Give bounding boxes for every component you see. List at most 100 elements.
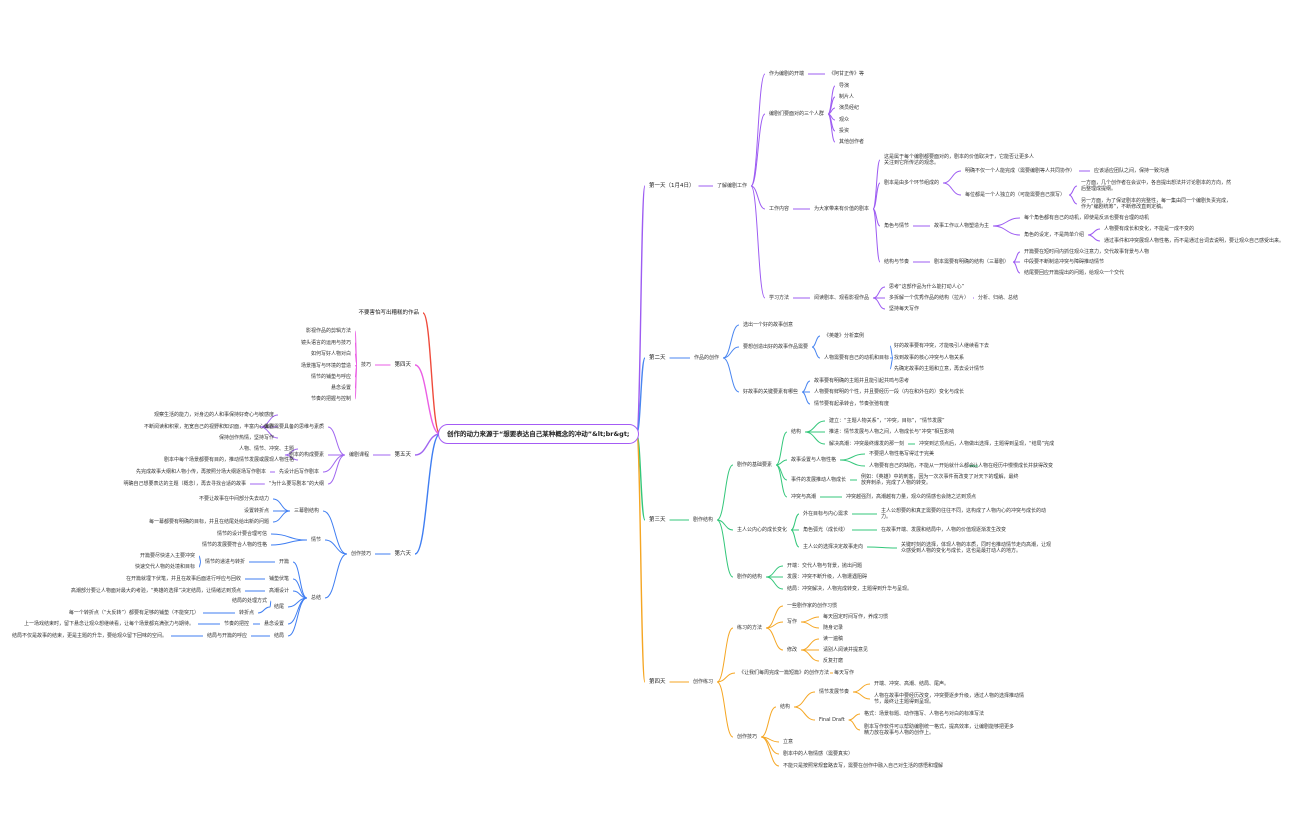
mindmap-node[interactable]: 人物在故事中要经历改变，冲突要逐步升级，通过人物的选择推动情节，最终让主题得到呈… (874, 693, 1025, 705)
mindmap-node[interactable]: 《英雄》分析案例 (824, 333, 865, 339)
mindmap-node[interactable]: Final Draft (819, 717, 845, 723)
mindmap-node[interactable]: 故事要有明确的主题并且能引起共鸣与思考 (814, 378, 910, 384)
mindmap-node[interactable]: 故事设置与人物性格 (791, 457, 837, 463)
main-topic-d2[interactable]: 第二天 (649, 355, 666, 361)
mindmap-node[interactable]: 这是属于每个编剧都要面对的，剧本的价值取决于，它能否让更多人关注到它所传达的观念… (884, 154, 1035, 166)
mindmap-node[interactable]: 三幕剧结构 (293, 508, 319, 514)
mindmap-node[interactable]: 开篇 (278, 559, 289, 565)
mindmap-node[interactable]: 《阿甘正传》等 (829, 71, 865, 77)
mindmap-node[interactable]: 关键时刻的选择，体现人物的本质，同时也推动情节走向高潮，让观众感受到人物的变化与… (901, 542, 1052, 554)
mindmap-node[interactable]: 在开篇就埋下伏笔，并且在故事后面进行呼应与回收 (125, 576, 241, 582)
mindmap-node[interactable]: 高潮部分要让人物面对最大的考验，“英雄的选择”决定结局，让情绪达到顶点 (70, 588, 241, 594)
mindmap-node[interactable]: 发展：冲突不断升级，人物遭遇阻碍 (787, 574, 868, 580)
mindmap-node[interactable]: 结局的处理方式 (231, 598, 267, 604)
mindmap-node[interactable]: 结局 (273, 633, 284, 639)
main-topic-L3[interactable]: 第六天 (394, 551, 411, 557)
mindmap-node[interactable]: 技巧 (360, 362, 371, 368)
mindmap-node[interactable]: 影视作品的剪辑方法 (305, 328, 351, 334)
mindmap-node[interactable]: 坚持每天写作 (889, 306, 920, 312)
mindmap-node[interactable]: 剧本中每个场景都要有目的，推动情节发展或展现人物性格 (163, 457, 294, 463)
mindmap-node[interactable]: 学习方法 (769, 295, 790, 301)
mindmap-node[interactable]: 作品的创作 (694, 355, 720, 361)
mindmap-node[interactable]: 情节要有起承转合，节奏张弛有度 (814, 401, 890, 407)
mindmap-node[interactable]: 格式：场景标题、动作描写、人物名与对白的标准写法 (864, 711, 985, 717)
mindmap-node[interactable]: 分析、归纳、总结 (978, 295, 1019, 301)
mindmap-node[interactable]: 选出一个好的故事创意 (743, 322, 794, 328)
mindmap-node[interactable]: 每位都是一个人独立的（可能需要自己撰写） (965, 192, 1066, 198)
mindmap-node[interactable]: 创作技巧 (737, 734, 758, 740)
mindmap-node[interactable]: 剧本是由多个环节组成的 (884, 180, 940, 186)
mindmap-node[interactable]: 反复打磨 (823, 658, 844, 664)
mindmap-node[interactable]: 读一遍稿 (823, 636, 844, 642)
mindmap-node[interactable]: 人物要有鲜明的个性，并且要经历一段（内在和外在的）变化与成长 (814, 389, 965, 395)
mindmap-node[interactable]: 推进：情节发展与人物之间，人物成长与“冲突”相互影响 (829, 429, 955, 435)
central-topic[interactable]: 创作的动力来源于“想要表达自己某种概念的冲动”&lt;br&gt; (438, 424, 639, 444)
mindmap-node[interactable]: 立意 (783, 739, 794, 745)
mindmap-node[interactable]: 明确自己想要表达的主题（概念），再去寻找合适的故事 (123, 481, 246, 487)
mindmap-node[interactable]: 导演 (839, 83, 850, 89)
mindmap-node[interactable]: 每天写作 (834, 670, 855, 676)
mindmap-node[interactable]: 编剧需要具备的思维与素质 (263, 424, 324, 430)
mindmap-node[interactable]: 保持创作热情，坚持写作 (218, 435, 274, 441)
mindmap-node[interactable]: 找到故事的核心冲突与人物关系 (894, 355, 965, 361)
mindmap-node[interactable]: 写作 (787, 619, 798, 625)
mindmap-node[interactable]: 观察生活的能力，对身边的人和事保持好奇心与敏感度 (153, 412, 274, 418)
mindmap-node[interactable]: 情节发展节奏 (819, 689, 850, 695)
mindmap-node[interactable]: 每天固定时间写作，养成习惯 (823, 614, 889, 620)
mindmap-node[interactable]: 悬念设置 (330, 385, 351, 391)
mindmap-node[interactable]: 人物、情节、冲突、主题 (238, 446, 294, 452)
mindmap-node[interactable]: 工作内容 (769, 206, 790, 212)
mindmap-node[interactable]: 先设计后写作剧本 (278, 469, 319, 475)
mindmap-node[interactable]: 结构与节奏 (884, 259, 910, 265)
mindmap-node[interactable]: 人物要有成长和变化，不能是一成不变的 (1104, 226, 1195, 232)
mindmap-node[interactable]: 剧本中的人物情感（需要真实） (783, 751, 854, 757)
mindmap-node[interactable]: 剧作的基础要素 (737, 462, 773, 468)
mindmap-node[interactable]: 总结 (310, 595, 321, 601)
mindmap-node[interactable]: 编剧课程 (348, 452, 369, 458)
mindmap-node[interactable]: 其他创作者 (839, 139, 865, 145)
mindmap-node[interactable]: 观众 (839, 117, 850, 123)
mindmap-node[interactable]: 角色与情节 (884, 223, 910, 229)
mindmap-node[interactable]: 好故事的关键要素有哪些 (743, 389, 799, 395)
main-topic-d3[interactable]: 第三天 (649, 517, 666, 523)
mindmap-node[interactable]: 先完成故事大纲和人物小传，再按照分场大纲逐场写作剧本 (135, 469, 266, 475)
mindmap-node[interactable]: 剧作的结构 (737, 574, 763, 580)
mindmap-node[interactable]: 为大家带来有价值的剧本 (814, 206, 870, 212)
mindmap-node[interactable]: 投资 (839, 128, 850, 134)
mindmap-node[interactable]: 开篇要在短时间内抓住观众注意力，交代故事背景与人物 (1024, 249, 1150, 255)
mindmap-node[interactable]: 上一场戏结束时，留下悬念让观众想继续看，让每个场景都充满张力与期待。 (23, 621, 194, 627)
mindmap-node[interactable]: 结构 (780, 704, 791, 710)
mindmap-node[interactable]: 解决高潮：冲突最终爆发的那一刻 (829, 441, 905, 447)
mindmap-node[interactable]: 阅读剧本、观看影视作品 (814, 295, 870, 301)
mindmap-node[interactable]: 先确定故事的主题和立意，再去设计情节 (894, 366, 985, 372)
mindmap-node[interactable]: 要想创造出好的故事作品需要 (743, 344, 809, 350)
mindmap-node[interactable]: 《让我们每周完成一篇短篇》的创作方法 (739, 670, 830, 676)
mindmap-node[interactable]: 了解编剧工作 (717, 183, 748, 189)
main-topic-L1[interactable]: 第四天 (394, 362, 411, 368)
mindmap-node[interactable]: 镜头语言的运用与技巧 (300, 340, 351, 346)
mindmap-node[interactable]: 编剧们要面对的三个人群 (769, 111, 825, 117)
mindmap-node[interactable]: 如何写好人物对白 (310, 351, 351, 357)
mindmap-node[interactable]: 快速交代人物的处境和目标 (134, 564, 195, 570)
mindmap-node[interactable]: 创作练习 (693, 679, 714, 685)
mindmap-node[interactable]: 角色的设定，不是简单介绍 (1024, 232, 1085, 238)
mindmap-node[interactable]: 不能只是按照常规套路去写，需要在创作中融入自己对生活的感悟和理解 (783, 763, 944, 769)
mindmap-node[interactable]: 主人公的选择决定故事走向 (803, 544, 864, 550)
mindmap-node[interactable]: 铺垫伏笔 (268, 576, 289, 582)
main-topic-L0[interactable]: 不要害怕写出糟糕的作品 (358, 310, 419, 316)
mindmap-node[interactable]: 事件的发展推动人物成长 (791, 477, 847, 483)
mindmap-node[interactable]: 情节的递进与转折 (204, 559, 245, 565)
mindmap-node[interactable]: 冲突越强烈，高潮越有力量，观众的情感也会随之达到顶点 (846, 494, 977, 500)
mindmap-node[interactable]: 作为编剧的开端 (769, 71, 805, 77)
mindmap-node[interactable]: 冲突到达顶点后，人物做出选择，主题得到呈现，“结局”完成 (919, 441, 1055, 447)
mindmap-node[interactable]: 情节的发展要符合人物的性格 (201, 542, 267, 548)
mindmap-node[interactable]: 结局与开篇的呼应 (206, 633, 247, 639)
mindmap-node[interactable]: 多拆解一个优秀作品的结构（拉片） (889, 295, 970, 301)
mindmap-node[interactable]: 情节的铺垫与呼应 (310, 374, 351, 380)
mindmap-node[interactable]: 结局不仅是故事的结束，更是主题的升华，要给观众留下回味的空间。 (11, 633, 167, 639)
mindmap-node[interactable]: 转折点 (238, 610, 254, 616)
mindmap-node[interactable]: 剧本的构成要素 (288, 452, 324, 458)
mindmap-node[interactable]: 每一幕都要有明确的目标，并且在结尾处给出新的问题 (148, 519, 269, 525)
mindmap-node[interactable]: 例如：《英雄》中的刺客，因为一次次事件而改变了对天下的理解，最终放弃刺杀，完成了… (861, 474, 1019, 486)
mindmap-node[interactable]: 场景描写与环境的营造 (300, 363, 351, 369)
